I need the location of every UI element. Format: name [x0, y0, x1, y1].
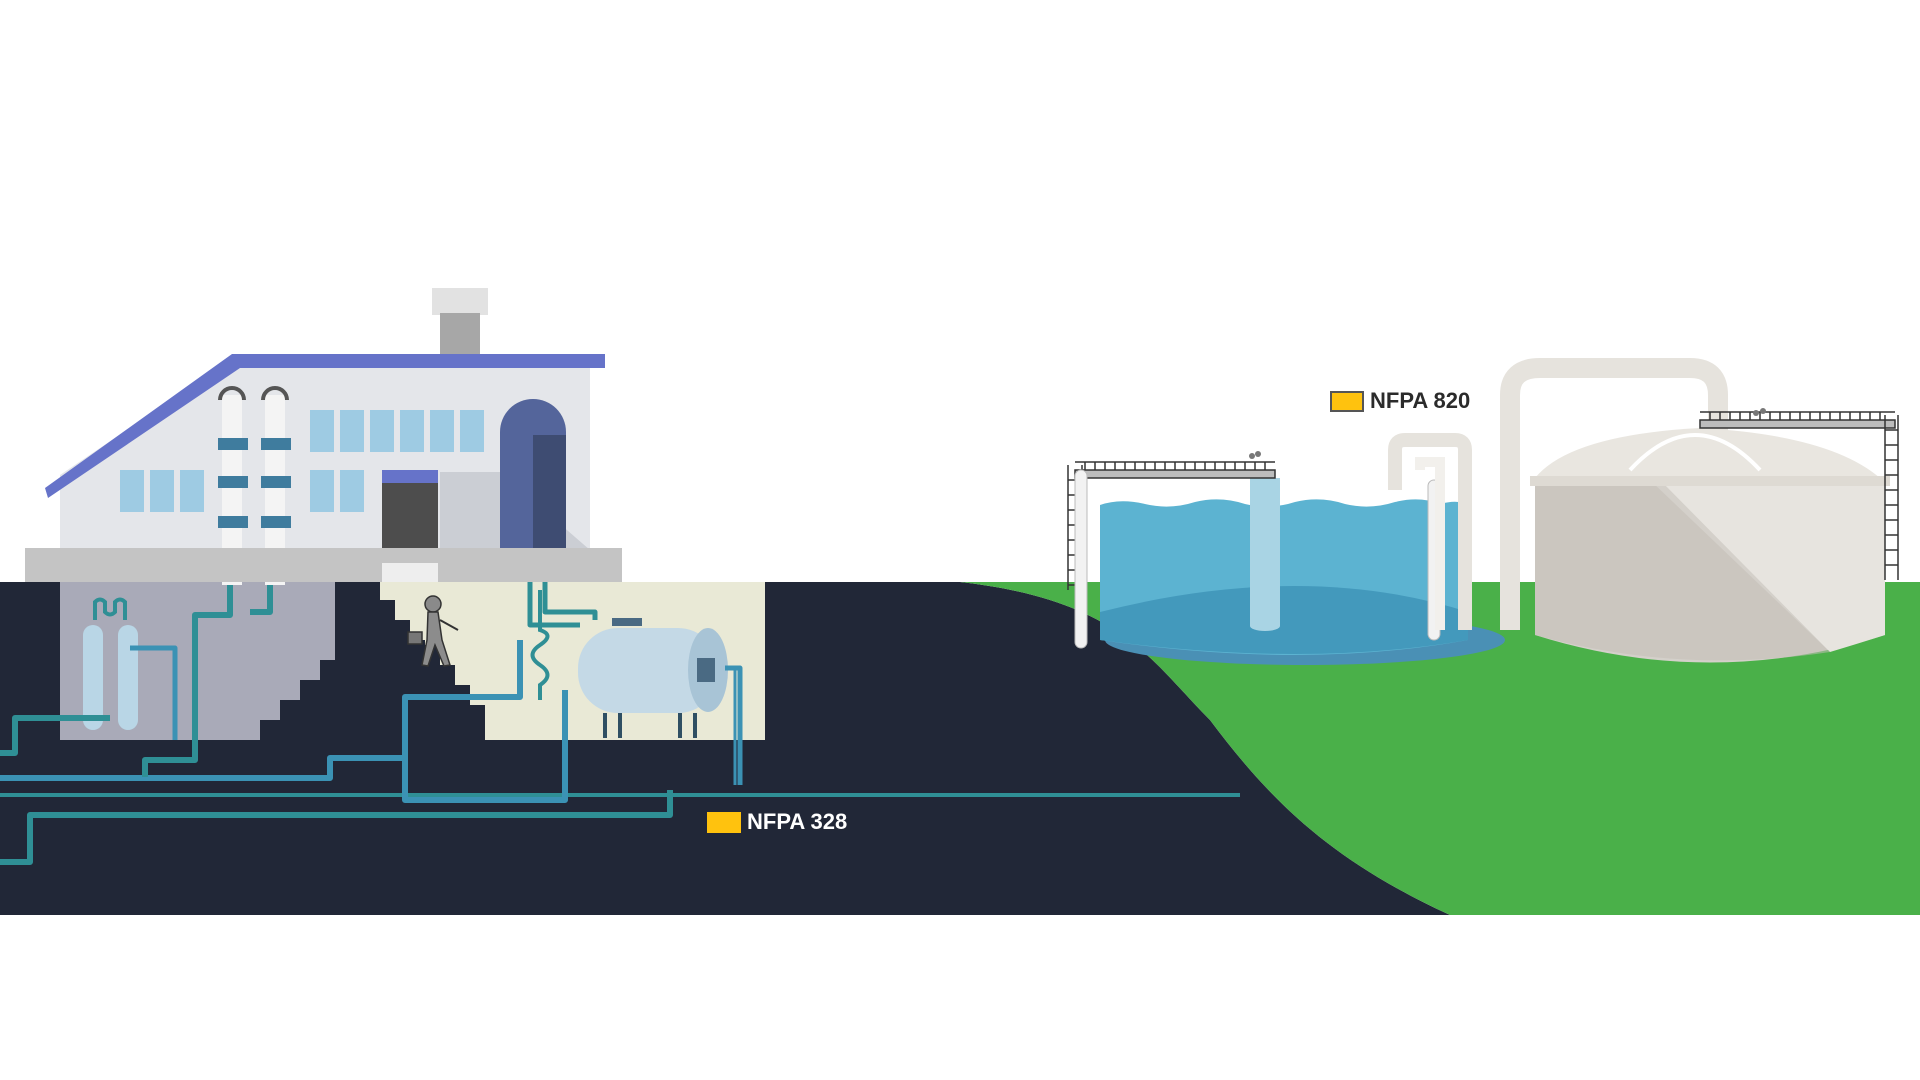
- gooseneck-pipe: [1415, 457, 1445, 630]
- stack-hook: [218, 386, 246, 401]
- column-base: [1250, 621, 1280, 631]
- nfpa-820-label: NFPA 820: [1330, 388, 1470, 414]
- label-swatch-icon: [1330, 390, 1364, 412]
- window: [430, 410, 454, 452]
- window: [150, 470, 174, 512]
- stack-hook: [261, 386, 289, 401]
- tank-rim: [1530, 476, 1890, 486]
- window: [120, 470, 144, 512]
- entrance-step: [382, 563, 438, 582]
- pipe: [0, 715, 110, 756]
- window: [460, 410, 484, 452]
- basement-stairs: [260, 645, 485, 740]
- worker-icon: [1753, 410, 1759, 416]
- pressure-cylinder: [118, 625, 138, 730]
- railing-posts: [1084, 462, 1266, 470]
- gooseneck-pipe: [1388, 433, 1472, 630]
- worker-arm: [439, 619, 459, 631]
- window-grid-right: [310, 410, 484, 512]
- entrance-door: [533, 435, 566, 563]
- pipe: [0, 790, 673, 865]
- window: [340, 470, 364, 512]
- pipe: [130, 645, 178, 740]
- exhaust-stacks: [218, 386, 291, 585]
- window: [370, 410, 394, 452]
- window: [310, 410, 334, 452]
- storage-tank: [578, 628, 718, 713]
- tank-body-shade: [1535, 480, 1830, 661]
- tank-dome: [1535, 428, 1880, 478]
- stack-band: [261, 476, 291, 488]
- underground-pipes: [0, 582, 1240, 865]
- pipe: [527, 582, 580, 628]
- worker-figure: [407, 595, 459, 667]
- dome-arch: [1628, 433, 1762, 472]
- tank-body-light: [1660, 480, 1885, 652]
- pipe: [402, 690, 568, 803]
- tank-wall-left: [1074, 469, 1088, 649]
- ladder: [1884, 415, 1899, 580]
- pipe: [250, 582, 273, 615]
- window: [340, 410, 364, 452]
- open-water-tank: [1067, 433, 1505, 665]
- bridge-deck: [1699, 419, 1896, 429]
- covered-digester-tank: [1500, 358, 1899, 663]
- factory-building: [25, 288, 622, 585]
- loading-door: [382, 483, 438, 550]
- pressure-cylinder: [83, 625, 103, 730]
- window: [400, 410, 424, 452]
- chimney: [440, 313, 480, 355]
- worker-icon: [1249, 453, 1255, 459]
- railing-posts: [1709, 412, 1881, 420]
- stack-band: [218, 476, 248, 488]
- tank-water-deep: [1100, 586, 1468, 654]
- basement: [60, 582, 765, 740]
- chimney-cap: [432, 288, 488, 315]
- nfpa-328-text: NFPA 328: [747, 809, 848, 834]
- grass-area: [960, 582, 1920, 915]
- bridge-deck: [1074, 469, 1276, 479]
- pipe: [542, 582, 598, 620]
- coil-pipe: [93, 597, 127, 620]
- worker-icon: [1760, 408, 1766, 414]
- worker-icon: [1255, 451, 1261, 457]
- coil-pipe: [530, 590, 550, 700]
- label-swatch-icon: [707, 811, 741, 833]
- pipe: [142, 582, 233, 777]
- roof: [45, 354, 605, 498]
- tank-top-port: [612, 618, 642, 626]
- nfpa-328-label: NFPA 328: [707, 809, 847, 835]
- stack-band: [218, 438, 248, 450]
- window: [180, 470, 204, 512]
- tank-valve: [697, 658, 715, 682]
- stack-band: [261, 516, 291, 528]
- tall-gooseneck-pipe: [1500, 358, 1728, 630]
- nfpa-820-text: NFPA 820: [1370, 388, 1471, 413]
- walkway-bridge: [1699, 411, 1899, 580]
- center-column: [1250, 478, 1280, 626]
- window-grid-left: [120, 470, 204, 512]
- worker-body: [421, 611, 451, 667]
- building-base: [25, 548, 622, 582]
- stack-band: [218, 516, 248, 528]
- worker-toolbox-icon: [407, 631, 423, 645]
- stack-band: [261, 438, 291, 450]
- pipe: [725, 665, 743, 785]
- worker-helmet-icon: [424, 595, 442, 613]
- window: [310, 470, 334, 512]
